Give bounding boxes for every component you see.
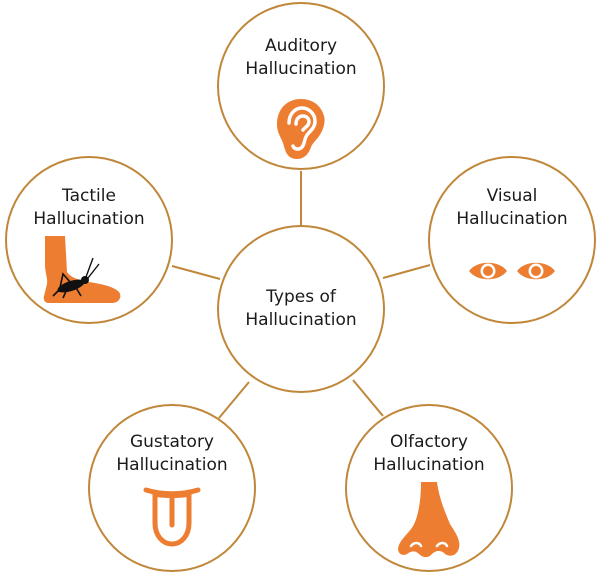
visual-label-line1: Visual xyxy=(486,186,538,206)
olfactory-label-line1: Olfactory xyxy=(390,432,468,452)
olfactory-label: Olfactory Hallucination xyxy=(347,431,511,477)
olfactory-label-line2: Hallucination xyxy=(373,455,485,475)
visual-label-line2: Hallucination xyxy=(456,209,568,229)
visual-label: Visual Hallucination xyxy=(430,185,594,231)
visual-node: Visual Hallucination xyxy=(428,156,596,324)
gustatory-label-line2: Hallucination xyxy=(116,455,228,475)
connector-gustatory xyxy=(218,381,250,419)
auditory-label-line2: Hallucination xyxy=(245,59,357,79)
auditory-label-line1: Auditory xyxy=(264,36,338,56)
foot-with-insect-icon xyxy=(44,236,121,303)
ear-icon xyxy=(277,99,325,159)
olfactory-node: Olfactory Hallucination xyxy=(345,404,513,572)
nose-icon xyxy=(398,482,460,558)
right-eye-icon xyxy=(517,262,555,280)
connector-visual xyxy=(382,264,431,279)
gustatory-node: Gustatory Hallucination xyxy=(88,404,256,572)
center-label-line1: Types of xyxy=(266,287,336,307)
tactile-label: Tactile Hallucination xyxy=(7,185,171,231)
tactile-label-line2: Hallucination xyxy=(33,209,145,229)
connector-tactile xyxy=(171,265,221,280)
left-eye-icon xyxy=(469,262,507,280)
gustatory-label: Gustatory Hallucination xyxy=(90,431,254,477)
tongue-icon xyxy=(143,487,201,547)
center-label: Types of Hallucination xyxy=(219,286,383,332)
auditory-label: Auditory Hallucination xyxy=(219,35,383,81)
center-node: Types of Hallucination xyxy=(217,225,385,393)
eyes-icon xyxy=(469,262,555,280)
connector-olfactory xyxy=(352,379,384,417)
tactile-node: Tactile Hallucination xyxy=(5,156,173,324)
gustatory-label-line1: Gustatory xyxy=(129,432,214,452)
auditory-node: Auditory Hallucination xyxy=(217,2,385,170)
tactile-label-line1: Tactile xyxy=(62,186,116,206)
center-label-line2: Hallucination xyxy=(245,310,357,330)
insect-icon xyxy=(52,257,100,299)
